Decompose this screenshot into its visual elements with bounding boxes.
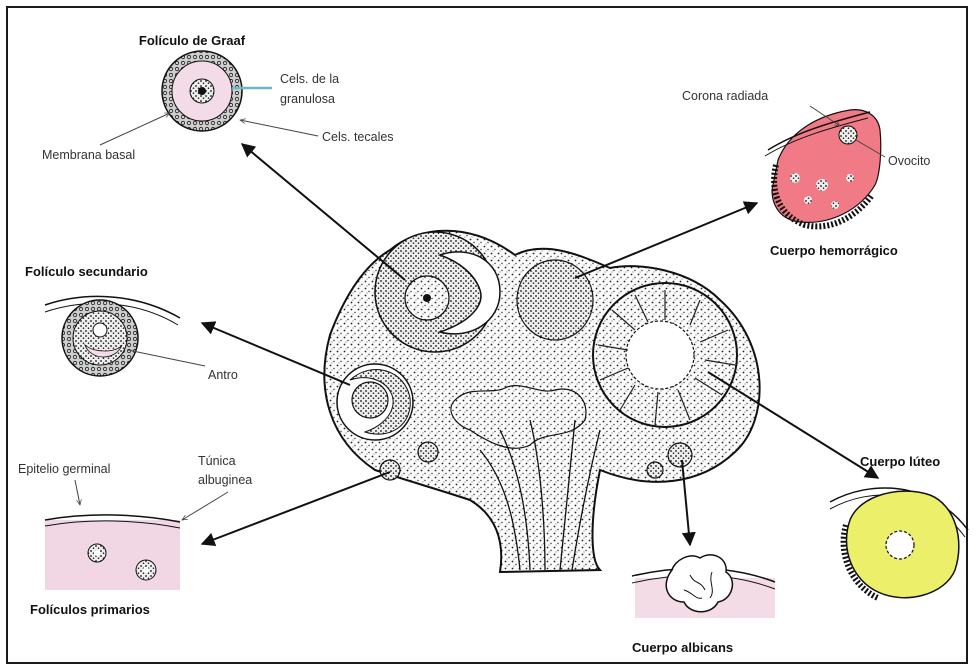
cuerpo-hemorragico-title: Cuerpo hemorrágico	[770, 243, 898, 258]
foliculo-secundario-title: Folículo secundario	[25, 264, 148, 279]
epitelio-germinal-label: Epitelio germinal	[18, 462, 110, 476]
primary-follicles-illustration	[45, 515, 180, 590]
foliculos-primarios-title: Folículos primarios	[30, 602, 150, 617]
tunica-label-line1: Túnica	[198, 454, 236, 468]
epitelio-germinal-pointer	[75, 480, 80, 505]
graaf-title: Folículo de Graaf	[139, 33, 246, 48]
arrow-to-graaf	[242, 144, 405, 280]
tunica-label-line2: albuginea	[198, 473, 252, 487]
ovary	[324, 231, 759, 572]
membrana-basal-pointer	[100, 113, 170, 145]
cels-tecales-label: Cels. tecales	[322, 130, 394, 144]
arrow-to-hemorrhagic	[575, 203, 757, 278]
cuerpo-luteo-title: Cuerpo lúteo	[860, 454, 940, 469]
corpus-luteum-illustration	[830, 488, 968, 598]
antro-label: Antro	[208, 368, 238, 382]
membrana-basal-label: Membrana basal	[42, 148, 135, 162]
cels-granulosa-label-line2: granulosa	[280, 92, 335, 106]
cels-tecales-pointer	[240, 120, 318, 136]
tunica-pointer	[182, 492, 228, 520]
graaf-follicle-illustration	[162, 51, 242, 131]
cuerpo-albicans-title: Cuerpo albicans	[632, 640, 733, 655]
hemorrhagic-body-illustration	[765, 110, 881, 227]
antro-pointer	[128, 350, 205, 366]
corona-radiada-label: Corona radiada	[682, 89, 768, 103]
cels-granulosa-label-line1: Cels. de la	[280, 72, 339, 86]
corpus-albicans-illustration	[632, 555, 775, 618]
ovocito-label: Ovocito	[888, 154, 930, 168]
secondary-follicle-illustration	[45, 296, 180, 376]
